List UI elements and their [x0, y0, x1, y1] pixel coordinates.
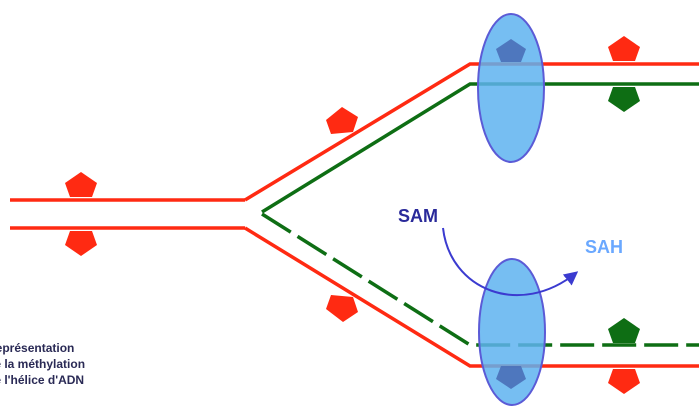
methyl-mark-new	[608, 87, 640, 112]
lower-daughter-duplex	[244, 212, 699, 368]
enzyme-oval	[478, 258, 546, 406]
methyl-mark	[65, 231, 97, 256]
methyl-mark	[326, 295, 358, 322]
methyl-mark	[65, 172, 97, 197]
methyltransferase-upper	[477, 13, 545, 163]
methyltransferase-lower	[478, 258, 546, 406]
caption-line-3: de l'hélice d'ADN	[0, 373, 85, 387]
methyl-marks-parental	[65, 36, 640, 394]
methyl-mark-under-enzyme	[496, 39, 526, 62]
upper-parental-strand	[244, 62, 699, 202]
methyl-mark	[608, 369, 640, 394]
methyl-mark-new	[608, 318, 640, 343]
parental-duplex	[10, 198, 245, 230]
methyl-mark	[326, 107, 358, 134]
lower-parental-strand	[244, 226, 699, 368]
upper-daughter-duplex	[244, 62, 699, 214]
sam-label: SAM	[398, 206, 438, 226]
methyl-mark-under-enzyme	[496, 366, 526, 389]
upper-new-strand	[261, 82, 699, 214]
caption-line-2: de la méthylation	[0, 357, 86, 371]
caption-line-1: Représentation	[0, 341, 75, 355]
enzyme-oval	[477, 13, 545, 163]
methyl-transfer-arrow	[442, 227, 579, 297]
sah-label: SAH	[585, 237, 623, 257]
methyl-mark	[608, 36, 640, 61]
figure-caption: Représentation de la méthylation de l'hé…	[0, 340, 137, 388]
methyl-marks-new	[608, 87, 640, 343]
lower-new-strand-dashed	[261, 212, 699, 347]
